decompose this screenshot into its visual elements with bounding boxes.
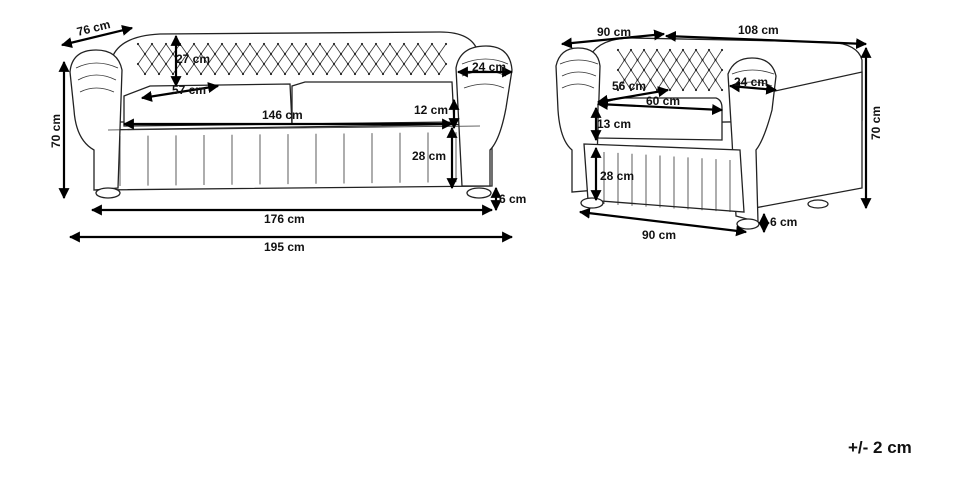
sofa-tufting <box>136 42 448 76</box>
sofa-seat-depth-label: 57 cm <box>172 83 206 97</box>
sofa-inner-width-label: 176 cm <box>264 212 305 226</box>
sofa-total-height-label: 70 cm <box>49 114 63 148</box>
armchair-front-pleats <box>603 152 731 212</box>
sofa-dimension-lines <box>58 24 514 243</box>
sofa-seat-height-label: 28 cm <box>412 149 446 163</box>
sofa-cushion-height-label: 12 cm <box>414 103 448 117</box>
armchair-cushion-height-label: 13 cm <box>597 117 631 131</box>
armchair-depth-label: 90 cm <box>597 25 631 39</box>
armchair-seat-width-label: 60 cm <box>646 94 680 108</box>
armchair-width-label: 90 cm <box>642 228 676 242</box>
sofa-seat-width-label: 146 cm <box>262 108 303 122</box>
sofa-depth-label: 76 cm <box>75 17 111 39</box>
armchair-side-depth-label: 108 cm <box>738 23 779 37</box>
sofa-total-width-label: 195 cm <box>264 240 305 254</box>
tolerance-note: +/- 2 cm <box>848 438 912 457</box>
armchair-arm-width-label: 24 cm <box>734 75 768 89</box>
sofa-back-height-label: 27 cm <box>176 52 210 66</box>
armchair-seat-height-label: 28 cm <box>600 169 634 183</box>
armchair-dimension-lines <box>560 29 872 237</box>
sofa-leg-height-label: 6 cm <box>499 192 526 206</box>
armchair-leg-height-label: 6 cm <box>770 215 797 229</box>
sofa-arm-width-label: 24 cm <box>472 60 506 74</box>
armchair-seat-depth-label: 56 cm <box>612 79 646 93</box>
armchair-total-height-label: 70 cm <box>869 106 883 140</box>
armchair-drawing <box>555 37 863 230</box>
